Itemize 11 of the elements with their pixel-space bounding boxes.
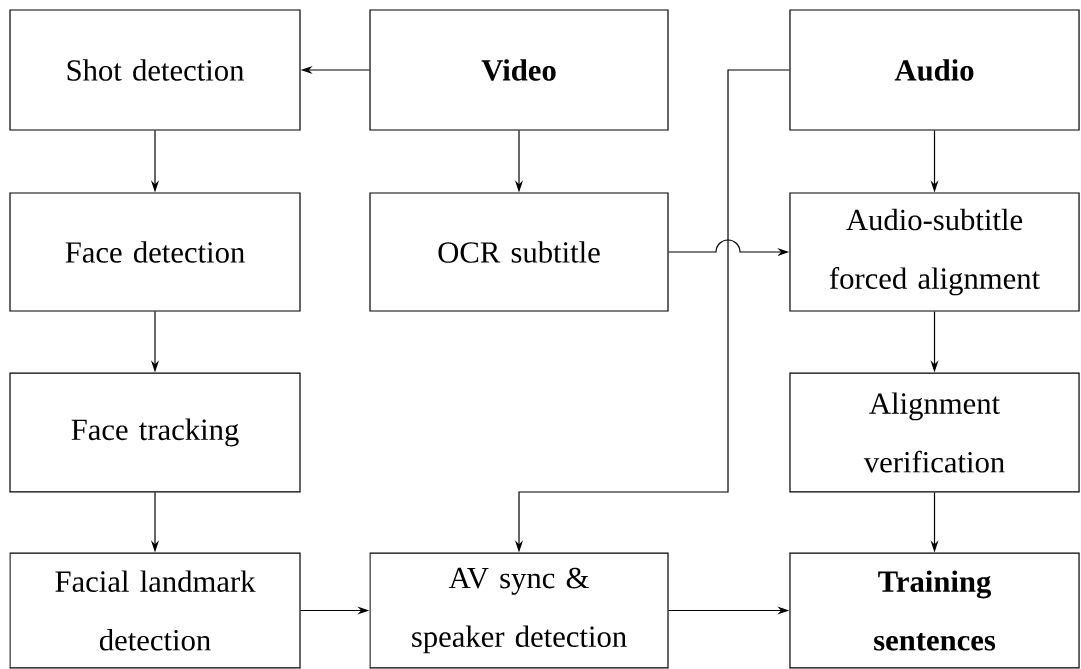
process-box: Shot detection — [9, 9, 301, 131]
process-box: OCR subtitle — [369, 192, 669, 312]
process-box: Audio — [789, 9, 1080, 131]
process-box: Training sentences — [789, 552, 1080, 669]
process-box: Face detection — [9, 192, 301, 312]
process-box: Alignment verification — [789, 372, 1080, 493]
process-box: AV sync & speaker detection — [369, 552, 669, 669]
process-box: Face tracking — [9, 372, 301, 493]
process-box: Audio-subtitle forced alignment — [789, 192, 1080, 312]
process-box: Video — [369, 9, 669, 131]
process-box: Facial landmark detection — [9, 552, 301, 669]
